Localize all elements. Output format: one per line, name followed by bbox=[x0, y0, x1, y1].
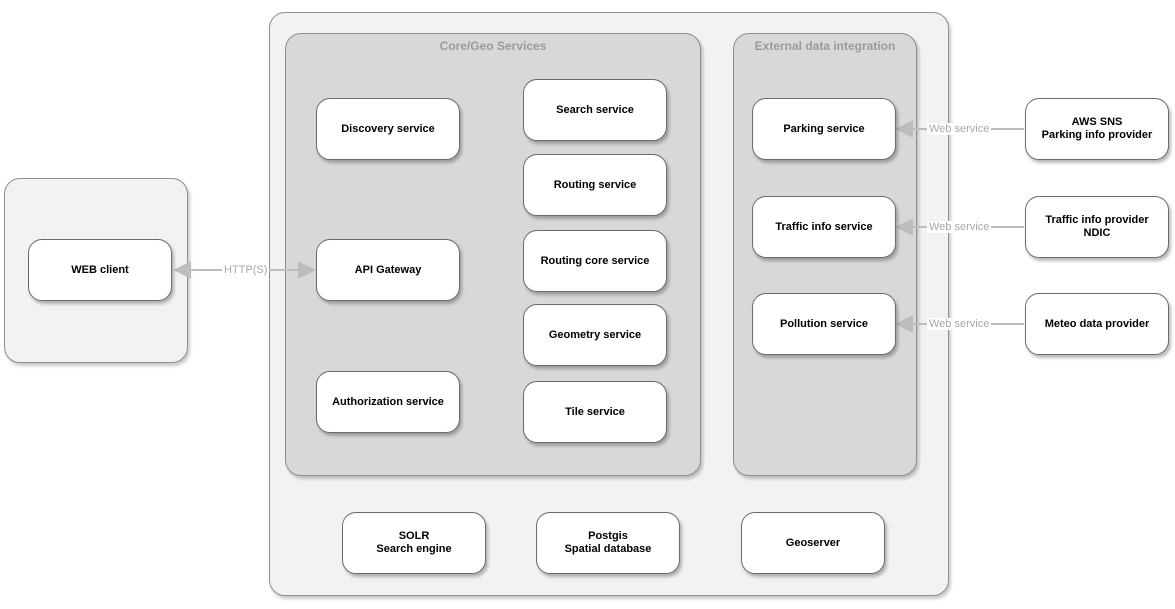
pollution-service-node[interactable]: Pollution service bbox=[752, 293, 896, 355]
tile-service-label: Tile service bbox=[565, 405, 625, 418]
routing-service-node[interactable]: Routing service bbox=[523, 154, 667, 216]
web-service-label-parking: Web service bbox=[927, 123, 992, 135]
aws-sns-node[interactable]: AWS SNS Parking info provider bbox=[1025, 98, 1169, 160]
traffic-info-provider-node[interactable]: Traffic info provider NDIC bbox=[1025, 196, 1169, 258]
api-gateway-node[interactable]: API Gateway bbox=[316, 239, 460, 301]
meteo-data-provider-node[interactable]: Meteo data provider bbox=[1025, 293, 1169, 355]
geoserver-label: Geoserver bbox=[785, 536, 841, 549]
aws-sns-label-line1: AWS SNS bbox=[1071, 116, 1123, 128]
routing-service-label: Routing service bbox=[553, 178, 637, 191]
core-geo-services-title: Core/Geo Services bbox=[439, 39, 547, 53]
web-client-node[interactable]: WEB client bbox=[28, 239, 172, 301]
parking-service-node[interactable]: Parking service bbox=[752, 98, 896, 160]
traffic-info-provider-label-line1: Traffic info provider bbox=[1045, 214, 1149, 226]
geometry-service-label: Geometry service bbox=[548, 328, 642, 341]
authorization-service-label: Authorization service bbox=[332, 395, 444, 408]
parking-service-label: Parking service bbox=[783, 122, 865, 135]
geoserver-node[interactable]: Geoserver bbox=[741, 512, 885, 574]
external-data-integration-title: External data integration bbox=[754, 39, 896, 53]
pollution-service-label: Pollution service bbox=[779, 317, 869, 330]
aws-sns-label-line2: Parking info provider bbox=[1041, 129, 1153, 141]
solr-node[interactable]: SOLR Search engine bbox=[342, 512, 486, 574]
meteo-data-provider-label: Meteo data provider bbox=[1044, 317, 1150, 330]
discovery-service-node[interactable]: Discovery service bbox=[316, 98, 460, 160]
api-gateway-label: API Gateway bbox=[354, 263, 422, 276]
solr-label-line1: SOLR bbox=[398, 530, 430, 542]
geometry-service-node[interactable]: Geometry service bbox=[523, 304, 667, 366]
solr-label-line2: Search engine bbox=[376, 543, 452, 555]
routing-core-service-node[interactable]: Routing core service bbox=[523, 230, 667, 292]
http-label: HTTP(S) bbox=[222, 264, 270, 276]
traffic-info-service-node[interactable]: Traffic info service bbox=[752, 196, 896, 258]
postgis-label-line2: Spatial database bbox=[564, 543, 652, 555]
discovery-service-label: Discovery service bbox=[341, 122, 435, 135]
web-service-label-meteo: Web service bbox=[927, 318, 992, 330]
authorization-service-node[interactable]: Authorization service bbox=[316, 371, 460, 433]
search-service-label: Search service bbox=[556, 103, 634, 116]
web-service-label-traffic: Web service bbox=[927, 221, 992, 233]
traffic-info-provider-label-line2: NDIC bbox=[1083, 227, 1111, 239]
postgis-label-line1: Postgis bbox=[588, 530, 628, 542]
web-client-label: WEB client bbox=[71, 263, 129, 276]
traffic-info-service-label: Traffic info service bbox=[775, 220, 873, 233]
search-service-node[interactable]: Search service bbox=[523, 79, 667, 141]
tile-service-node[interactable]: Tile service bbox=[523, 381, 667, 443]
postgis-node[interactable]: Postgis Spatial database bbox=[536, 512, 680, 574]
routing-core-service-label: Routing core service bbox=[540, 254, 650, 267]
